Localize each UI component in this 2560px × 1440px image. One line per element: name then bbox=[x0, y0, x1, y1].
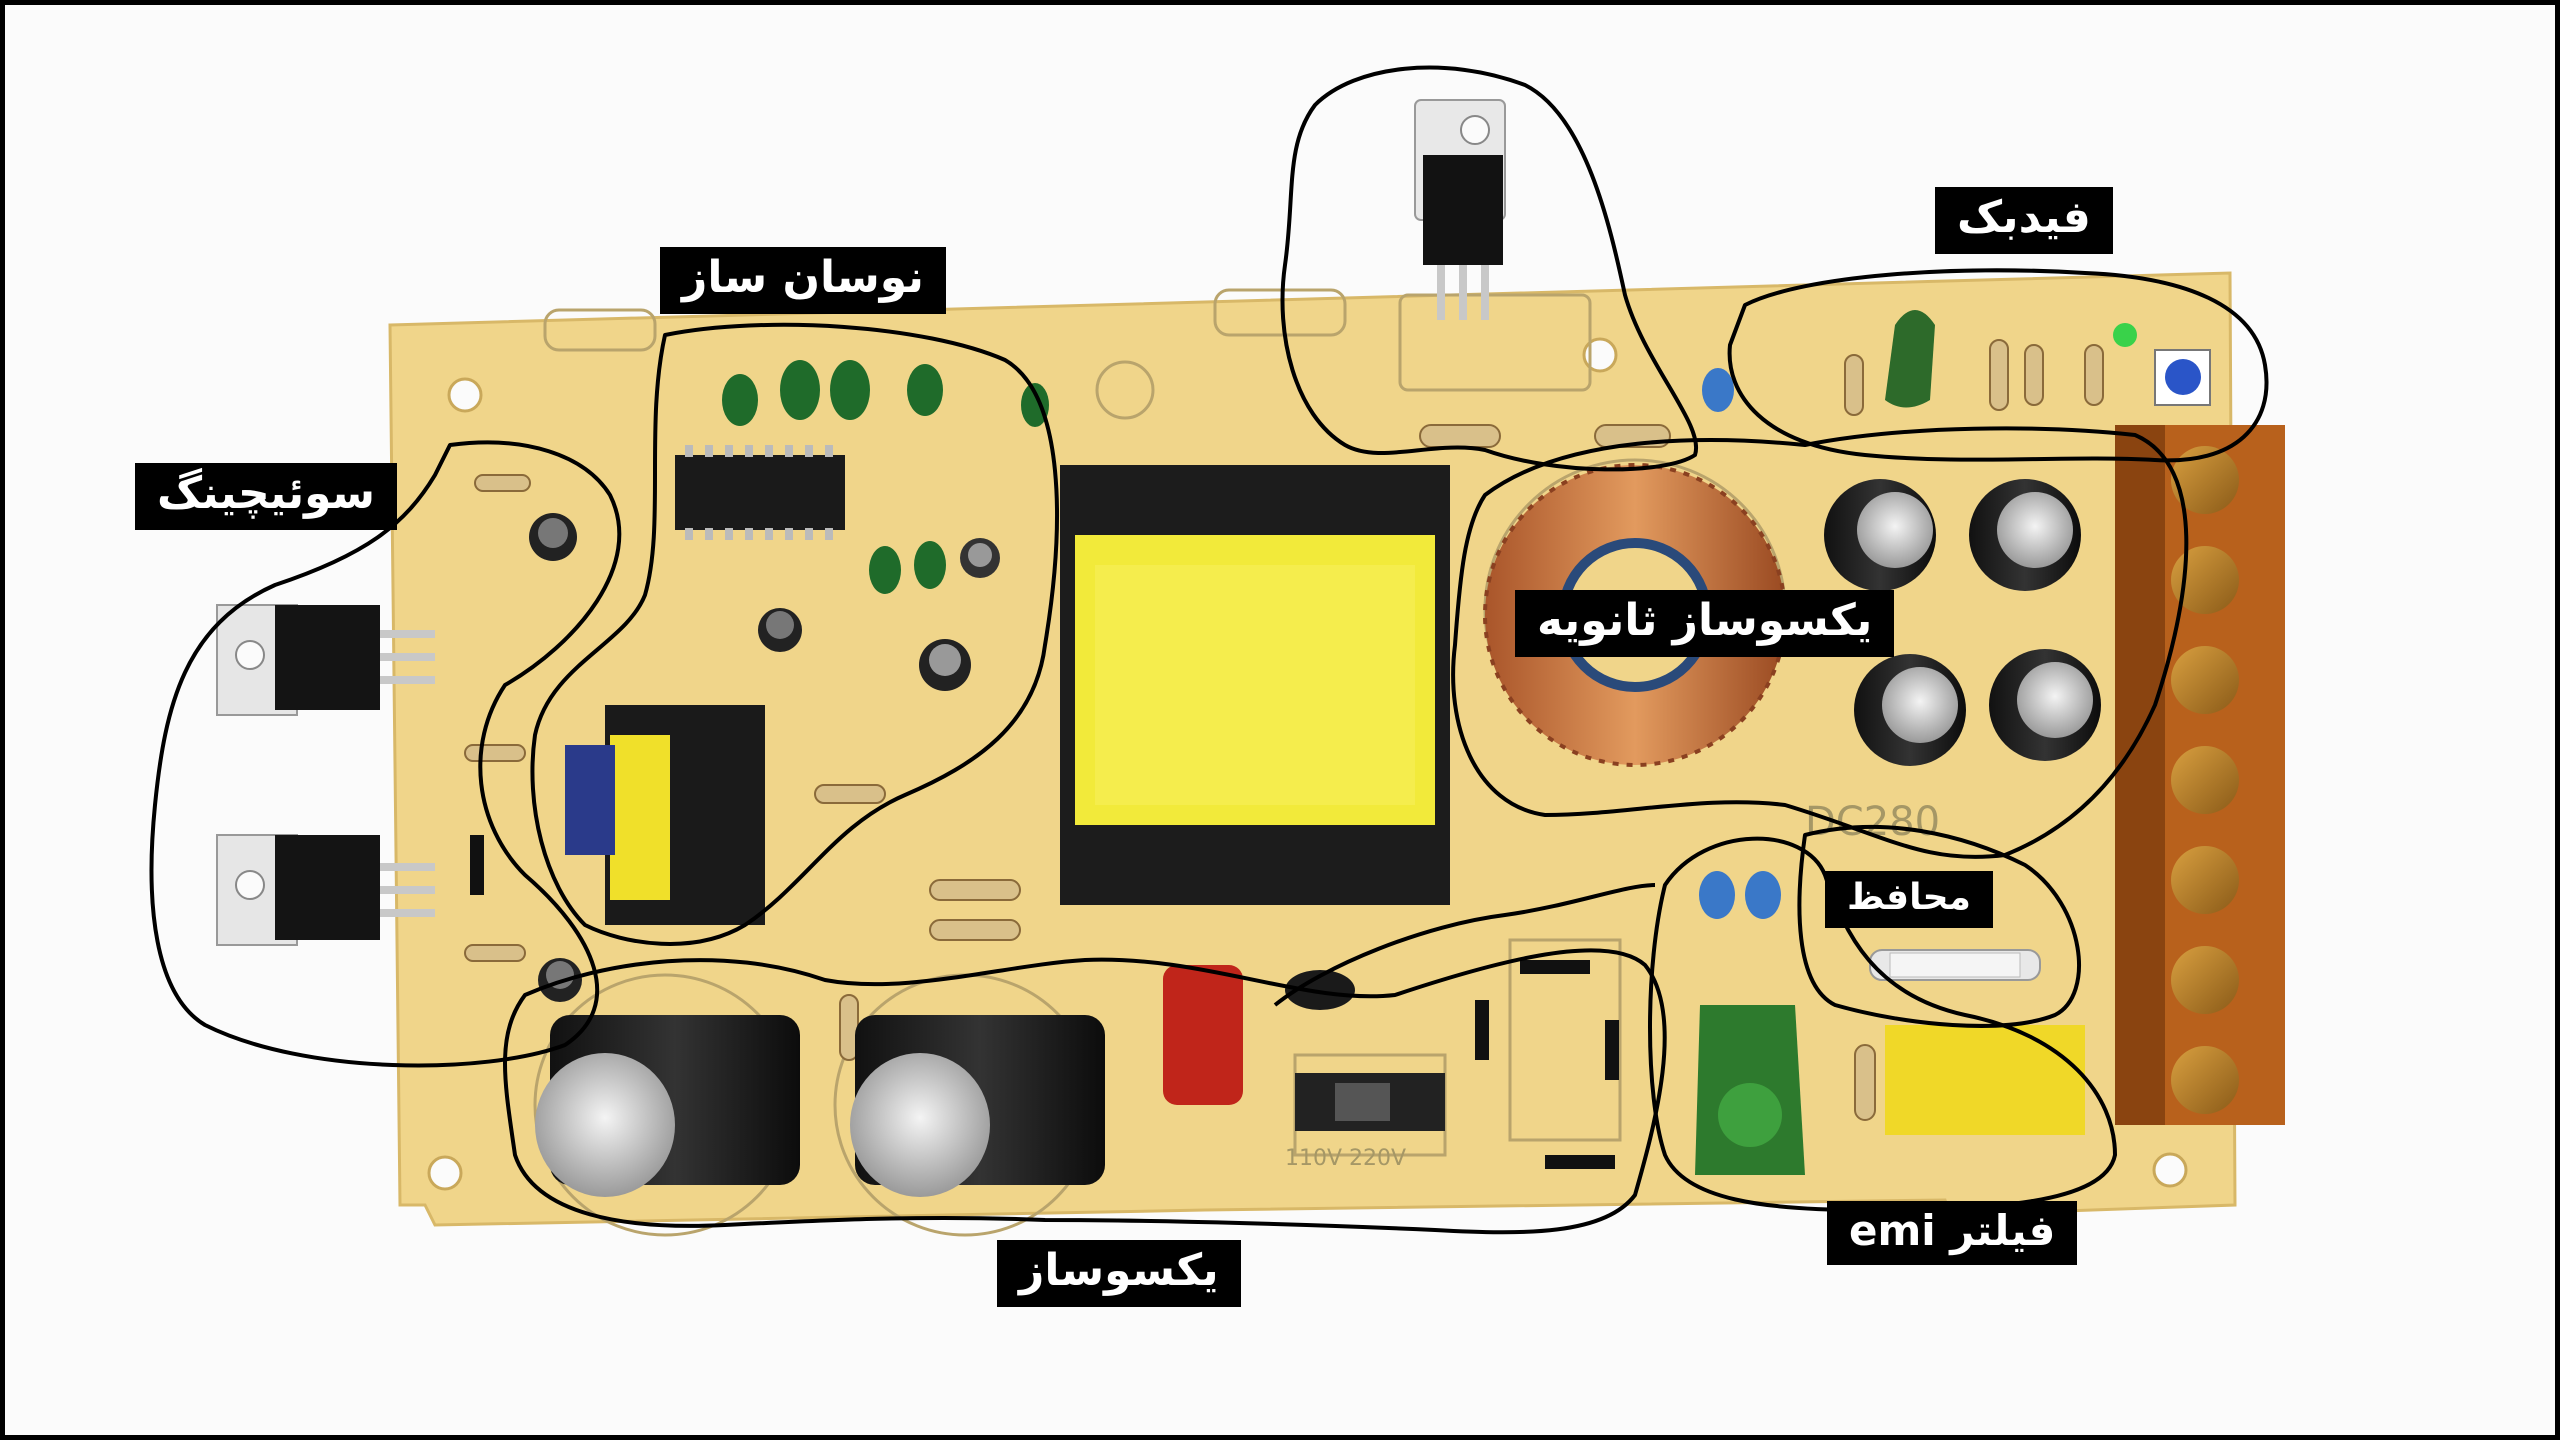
label-oscillator: نوسان ساز bbox=[660, 247, 946, 314]
label-emi-filter: فیلتر emi bbox=[1827, 1201, 2078, 1266]
feedback-parts bbox=[1702, 310, 2211, 412]
resistors bbox=[464, 339, 2104, 1121]
label-switching: سوئیچینگ bbox=[135, 463, 398, 530]
green-capacitors bbox=[722, 360, 1049, 594]
main-transformer bbox=[1060, 465, 1450, 905]
terminal-block bbox=[2115, 425, 2285, 1125]
label-rectifier: یکسوساز bbox=[997, 1240, 1241, 1307]
diodes bbox=[470, 835, 1619, 1169]
label-protector: محافظ bbox=[1825, 871, 1993, 929]
label-feedback: فیدبک bbox=[1935, 187, 2113, 254]
switching-mosfet-2 bbox=[216, 834, 435, 946]
pwm-ic bbox=[675, 455, 845, 530]
mount-hole bbox=[2152, 1152, 2188, 1188]
silk-voltage: 110V 220V bbox=[1285, 1146, 1406, 1171]
ic-pins bbox=[685, 445, 833, 540]
driver-transformer bbox=[565, 705, 765, 925]
output-capacitors bbox=[1824, 479, 2101, 766]
mount-hole bbox=[1582, 337, 1618, 373]
heatsink-transistor bbox=[1414, 99, 1506, 320]
mount-hole bbox=[427, 1155, 463, 1191]
bulk-capacitors bbox=[535, 1015, 1105, 1197]
switching-mosfet-1 bbox=[216, 604, 435, 716]
input-parts bbox=[1163, 871, 2085, 1175]
mount-hole bbox=[447, 377, 483, 413]
silk-model: DC280 bbox=[1805, 799, 1940, 845]
label-secondary-rectifier: یکسوساز ثانویه bbox=[1515, 590, 1895, 657]
block-outlines bbox=[149, 65, 2269, 1235]
pcb-illustration: DC280 110V 220V bbox=[149, 65, 2285, 1237]
